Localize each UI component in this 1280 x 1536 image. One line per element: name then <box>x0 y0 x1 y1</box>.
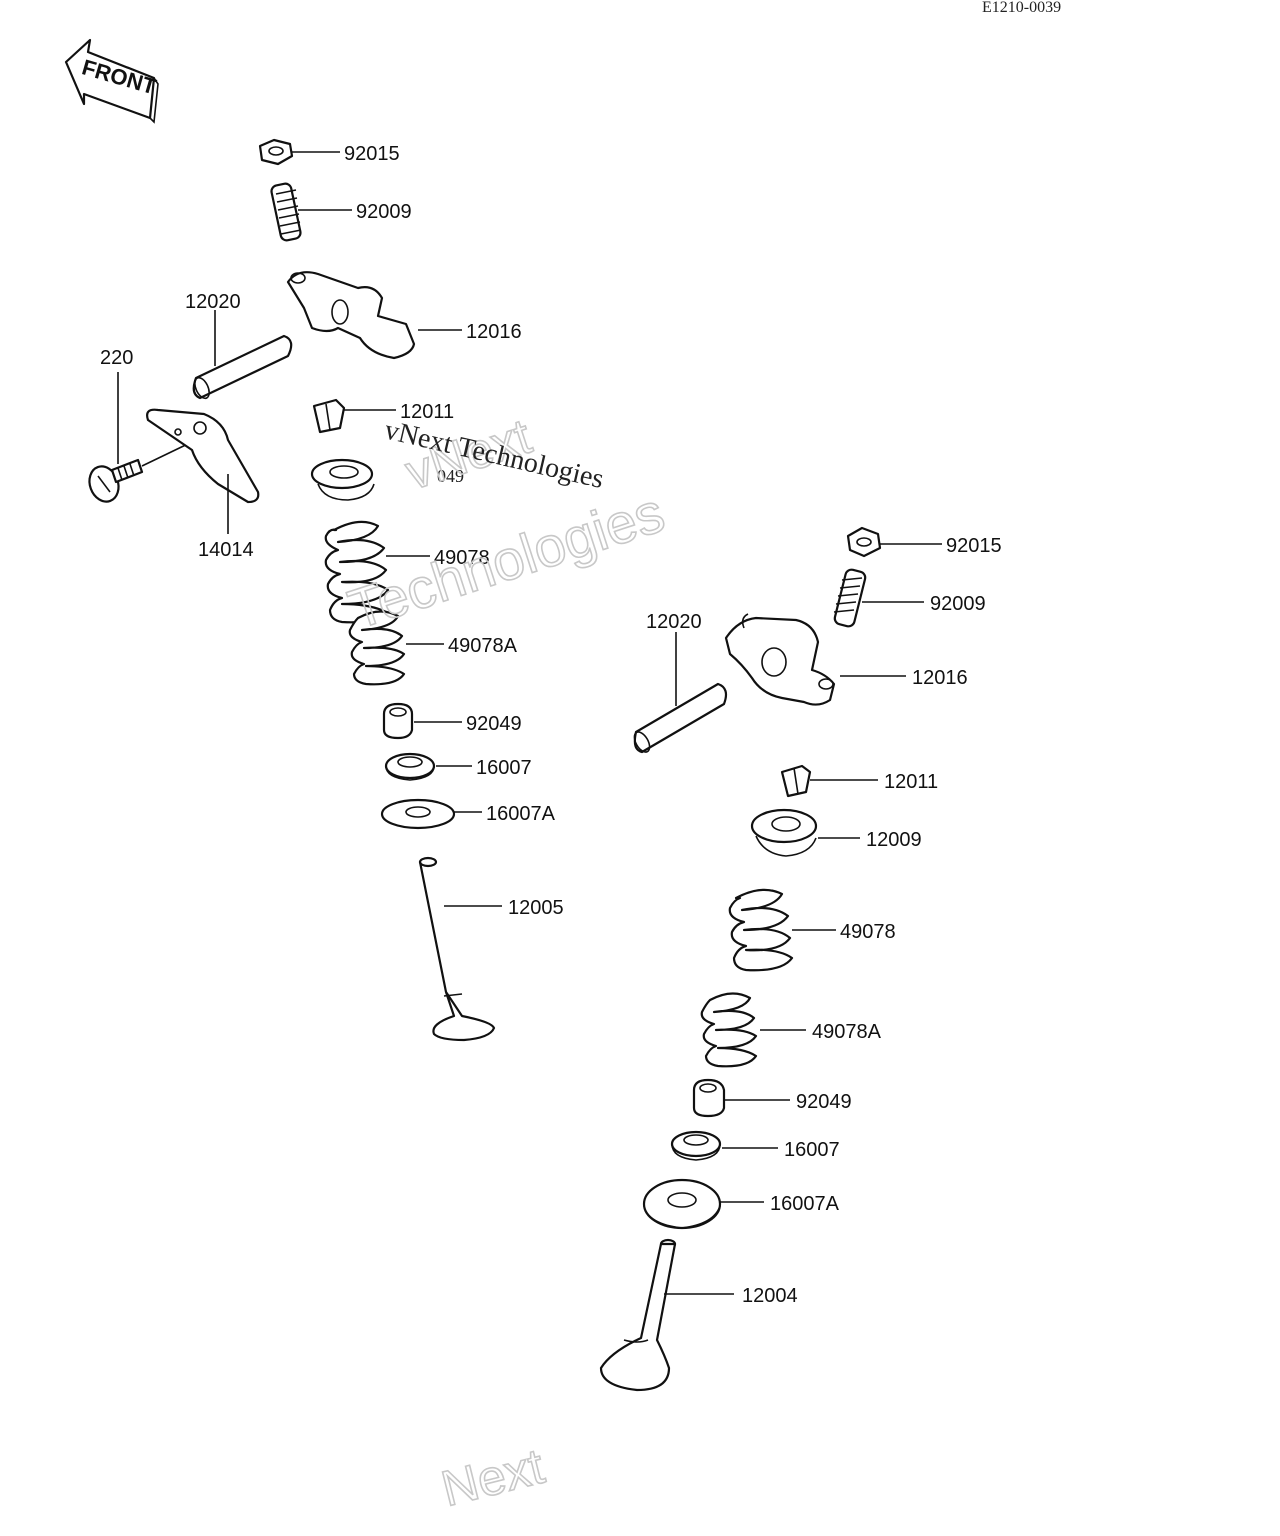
right-seal-part <box>692 1078 726 1118</box>
front-arrow-icon: FRONT <box>64 38 159 124</box>
left-washer-part <box>380 798 456 830</box>
left-seal-part <box>382 702 414 740</box>
left-bolt-part <box>88 458 144 503</box>
right-label-nut: 92015 <box>946 535 1002 557</box>
left-retainer-part <box>310 458 375 501</box>
left-valve-part <box>418 856 496 1042</box>
left-seat-part <box>384 752 436 781</box>
right-valve-part <box>599 1238 677 1392</box>
watermark-technologies: Technologies <box>341 480 671 641</box>
left-plate-part <box>146 408 260 504</box>
left-label-keeper: 12011 <box>400 401 454 423</box>
left-label-adjust-screw: 92009 <box>356 201 412 223</box>
left-label-spring-inner: 49078A <box>448 635 518 657</box>
right-shaft-part <box>633 682 728 754</box>
right-label-seat: 16007 <box>784 1139 840 1161</box>
left-label-retainer-overlap: 049 <box>437 466 464 486</box>
right-spring-inner-part <box>700 992 758 1068</box>
right-label-spring-inner: 49078A <box>812 1021 882 1043</box>
left-label-valve: 12005 <box>508 897 564 919</box>
right-label-shaft: 12020 <box>646 611 702 633</box>
right-nut-part <box>846 526 882 558</box>
left-label-rocker-arm: 12016 <box>466 321 522 343</box>
watermark-next-bottom: Next <box>436 1438 549 1517</box>
left-spring-inner-part <box>348 610 406 686</box>
drawing-code: E1210-0039 <box>982 0 1061 16</box>
right-label-spring-outer: 49078 <box>840 921 896 943</box>
left-label-nut: 92015 <box>344 143 400 165</box>
right-label-valve: 12004 <box>742 1285 798 1307</box>
right-label-seal: 92049 <box>796 1091 852 1113</box>
right-retainer-part <box>750 808 818 857</box>
right-label-retainer: 12009 <box>866 829 922 851</box>
right-seat-part <box>670 1130 722 1161</box>
right-spring-outer-part <box>728 888 794 972</box>
left-keeper-part <box>312 398 346 434</box>
left-label-seat: 16007 <box>476 757 532 779</box>
right-adjust-screw-part <box>833 568 867 628</box>
left-label-shaft: 12020 <box>185 291 241 313</box>
right-label-washer: 16007A <box>770 1193 840 1215</box>
right-keeper-part <box>780 764 812 798</box>
left-label-seal: 92049 <box>466 713 522 735</box>
left-label-plate: 14014 <box>198 539 254 561</box>
right-label-adjust-screw: 92009 <box>930 593 986 615</box>
right-washer-part <box>642 1178 722 1230</box>
left-rocker-arm-part <box>286 271 416 360</box>
left-shaft-part <box>192 334 293 400</box>
left-label-spring-outer: 49078 <box>434 547 490 569</box>
left-adjust-screw-part <box>270 182 302 242</box>
left-label-washer: 16007A <box>486 803 556 825</box>
left-label-bolt: 220 <box>100 347 133 369</box>
right-label-rocker-arm: 12016 <box>912 667 968 689</box>
left-nut-part <box>258 138 294 166</box>
right-rocker-arm-part <box>724 613 836 706</box>
right-label-keeper: 12011 <box>884 771 938 793</box>
